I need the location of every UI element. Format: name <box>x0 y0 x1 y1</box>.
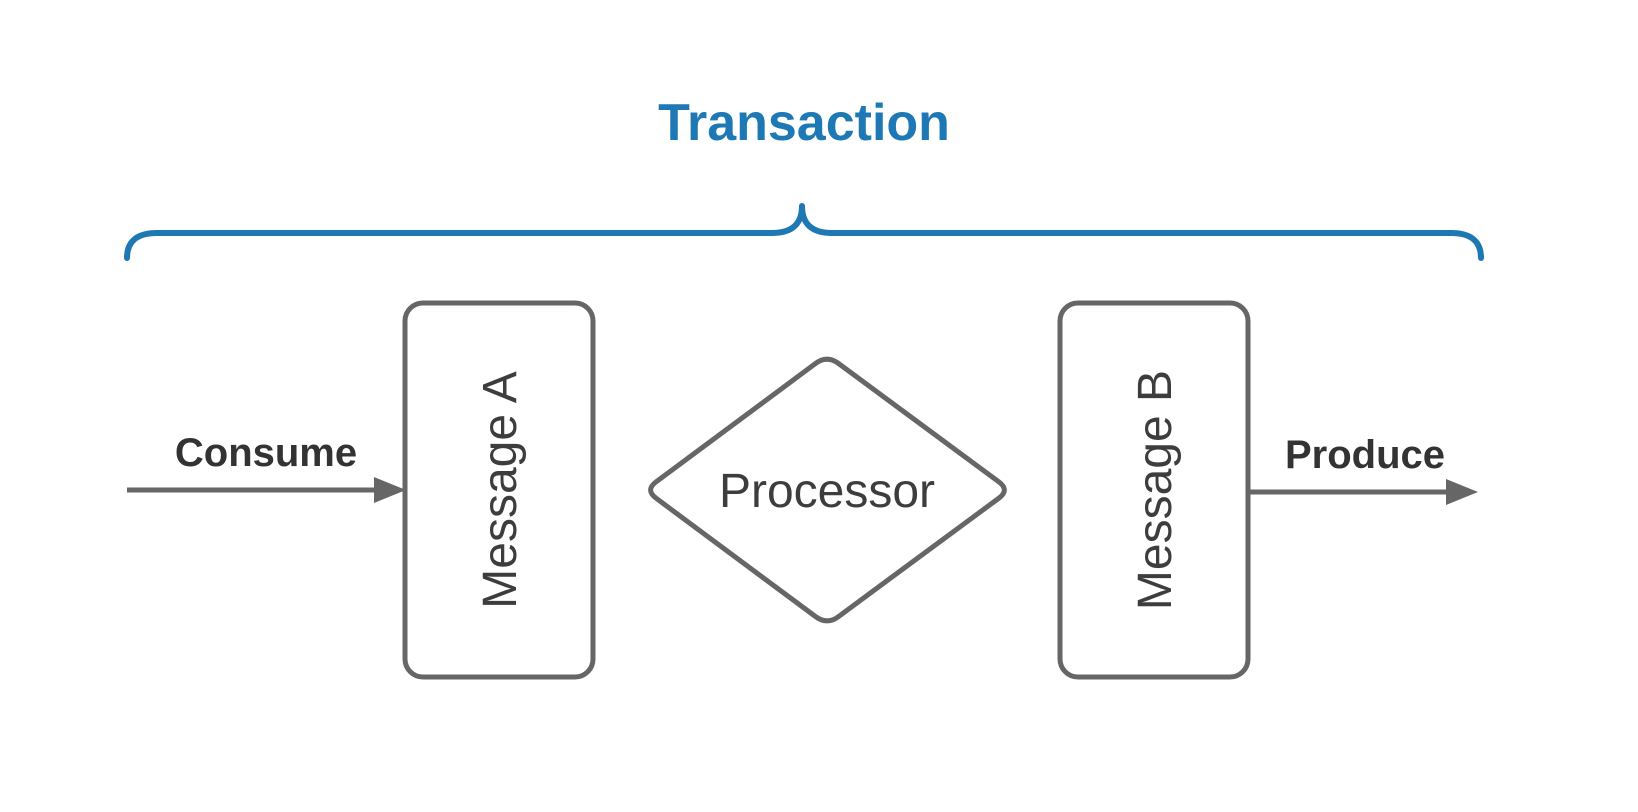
consume-label: Consume <box>175 431 357 475</box>
message-a-label: Message A <box>474 371 527 608</box>
consume-arrowhead <box>374 477 406 503</box>
produce-arrowhead <box>1446 479 1478 505</box>
consume-arrow: Consume <box>127 431 406 503</box>
transaction-brace <box>124 203 1484 261</box>
message-b-label: Message B <box>1129 370 1182 610</box>
produce-label: Produce <box>1285 433 1445 477</box>
message-a-shape <box>402 300 596 680</box>
processor-label: Processor <box>719 465 935 518</box>
message-b-node: Message B <box>1057 300 1251 680</box>
message-a-node: Message A <box>402 300 596 680</box>
produce-arrow: Produce <box>1250 433 1478 505</box>
processor-shape <box>648 356 1007 624</box>
message-b-shape <box>1057 300 1251 680</box>
processor-node: Processor <box>648 356 1007 624</box>
diagram-title: Transaction <box>658 94 950 152</box>
